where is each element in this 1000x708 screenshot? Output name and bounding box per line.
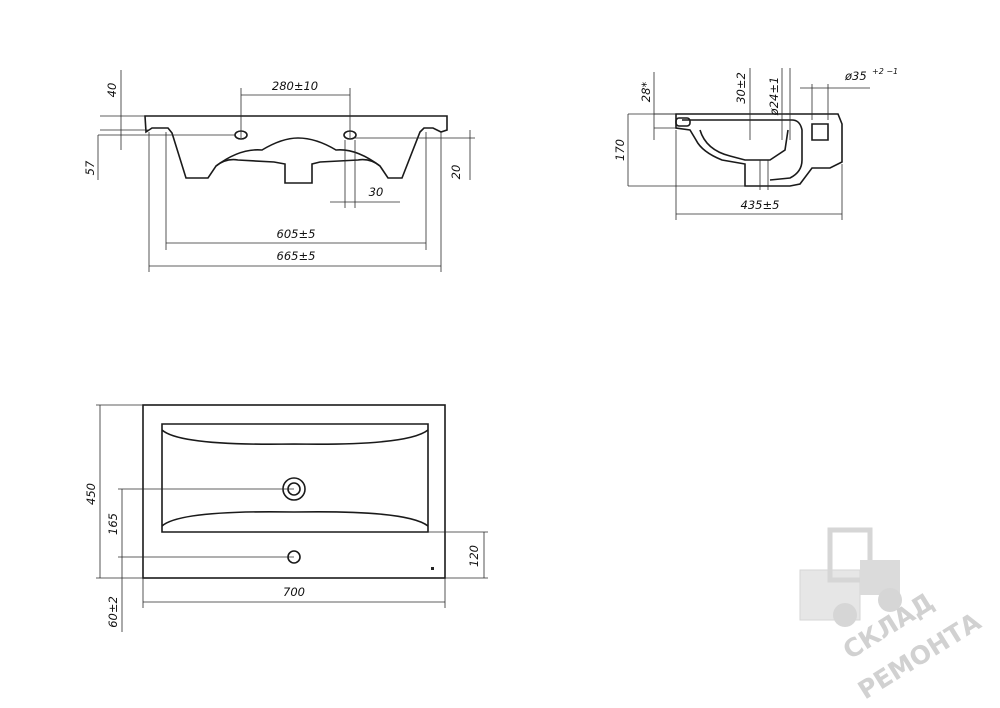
- dim-57: 57: [83, 160, 97, 175]
- top-view-outline: [142, 404, 446, 579]
- forklift-icon: [799, 527, 902, 627]
- side-view-outline: [675, 113, 843, 187]
- dim-665: 665±5: [277, 249, 316, 263]
- watermark: СКЛАД РЕМОНТА: [799, 527, 986, 705]
- dim-60: 60±2: [106, 596, 120, 628]
- dim-450: 450: [84, 483, 98, 505]
- front-view-bowl-line: [215, 137, 381, 167]
- bowl-curve-top: [161, 429, 429, 446]
- dim-605: 605±5: [277, 227, 316, 241]
- bowl-curve-bottom: [161, 510, 429, 527]
- dim-280: 280±10: [272, 79, 318, 93]
- front-view-outline: [144, 115, 448, 184]
- dim-30-2: 30±2: [734, 72, 748, 104]
- dim-40: 40: [105, 83, 119, 98]
- dim-phi35: ø35: [844, 69, 867, 83]
- dim-120: 120: [467, 545, 481, 567]
- dim-phi24: ø24±1: [767, 77, 781, 117]
- overflow-slot: [675, 117, 691, 127]
- dim-170: 170: [613, 139, 627, 161]
- dim-28: 28*: [639, 82, 653, 103]
- side-view-inner: [682, 119, 803, 181]
- side-view: 28* 170 30±2 ø24±1 ø35 +2 −1 435±5: [613, 67, 898, 220]
- dim-700: 700: [283, 585, 305, 599]
- dim-phi35-tol: +2 −1: [872, 67, 898, 76]
- dim-165: 165: [106, 513, 120, 535]
- dim-435: 435±5: [741, 198, 780, 212]
- dim-20: 20: [449, 165, 463, 180]
- top-view: 450 165 120 700 60±2: [84, 404, 488, 632]
- front-view: 280±10 40 57 20 30 605±5 665±5: [83, 70, 475, 272]
- marker: [431, 567, 434, 570]
- dim-30: 30: [369, 185, 384, 199]
